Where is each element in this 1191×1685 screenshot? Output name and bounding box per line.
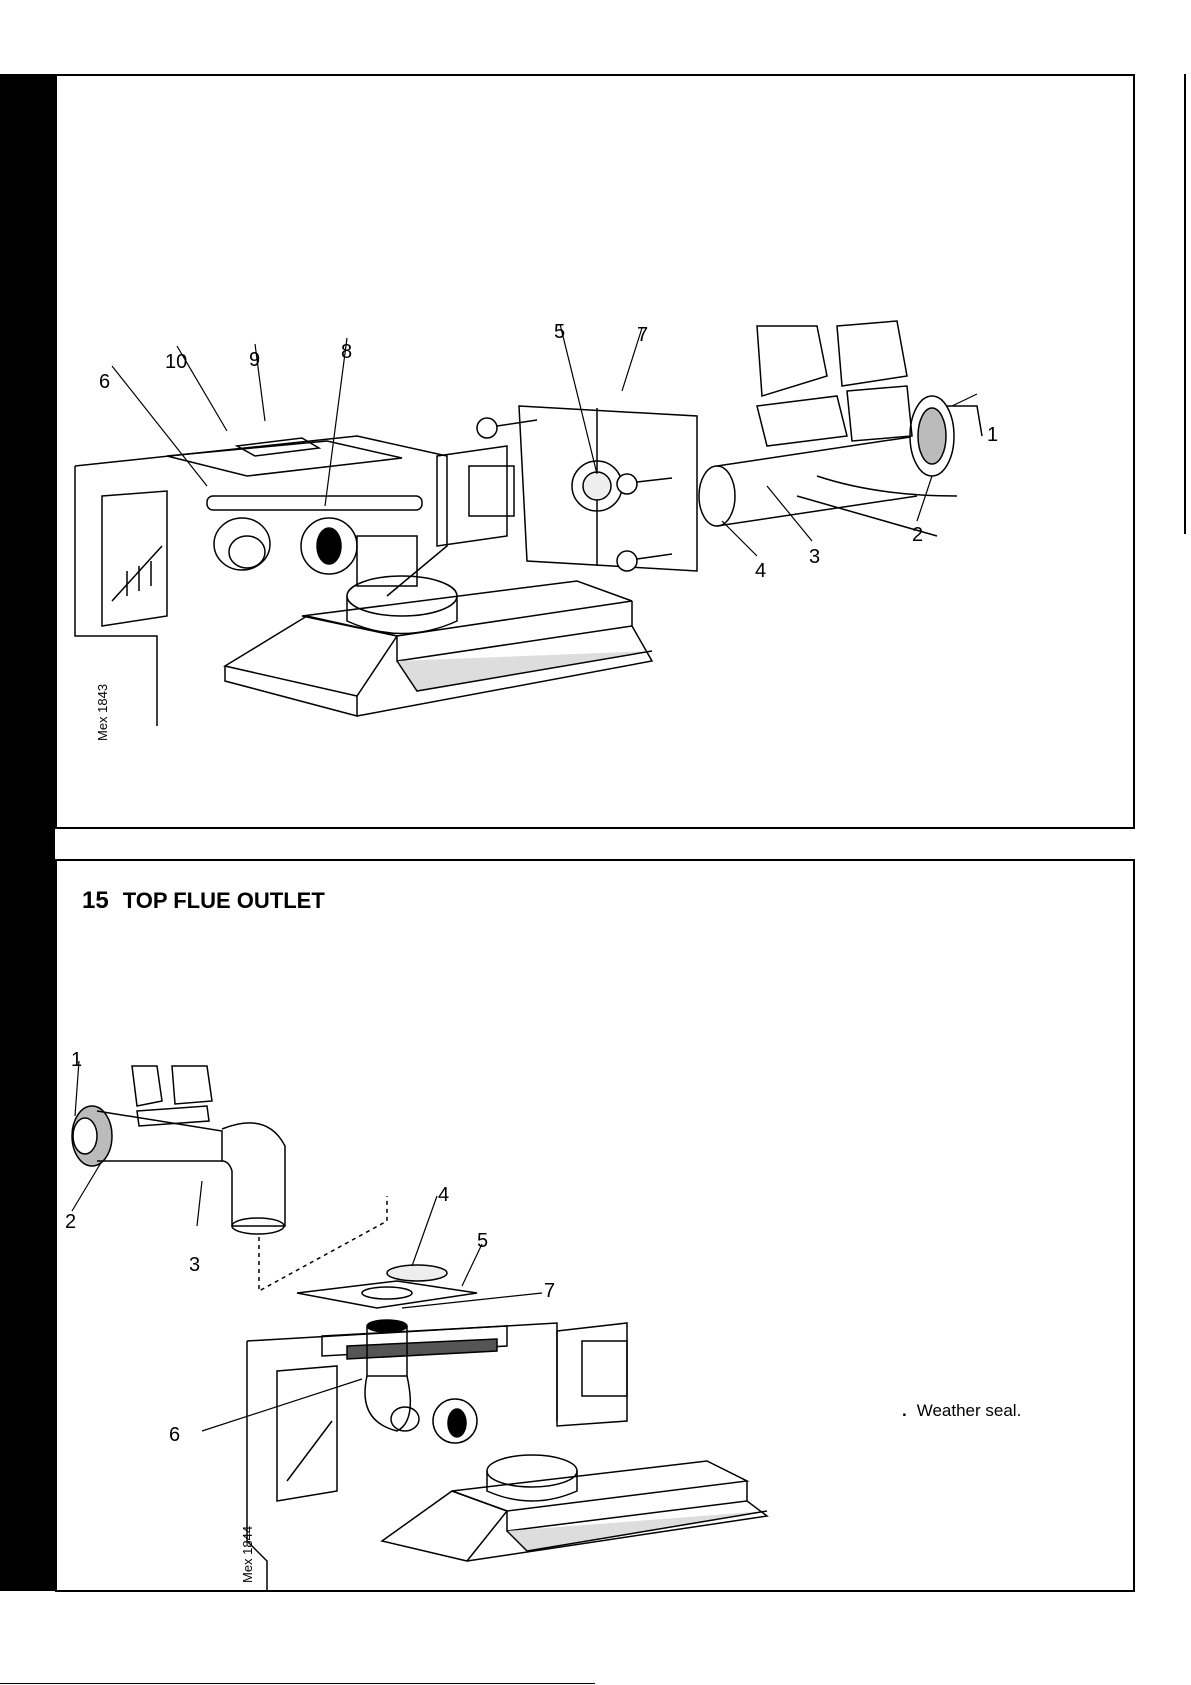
note-text: Weather seal. <box>917 1401 1022 1420</box>
callout-7: 7 <box>544 1280 555 1302</box>
callout-3: 3 <box>189 1254 200 1276</box>
left-black-margin-bar <box>0 74 55 1591</box>
callout-8: 8 <box>341 341 352 363</box>
callout-5: 5 <box>477 1230 488 1252</box>
right-edge-mark <box>1184 74 1186 534</box>
callout-6: 6 <box>99 371 110 393</box>
callout-10: 10 <box>165 351 187 373</box>
callout-4: 4 <box>438 1184 449 1206</box>
weather-seal-note: . Weather seal. <box>902 1401 1021 1421</box>
callout-2: 2 <box>65 1211 76 1233</box>
figure-code-top: Mex 1843 <box>95 684 110 741</box>
callout-2: 2 <box>912 524 923 546</box>
figure-code-bottom: Mex 1844 <box>240 1526 255 1583</box>
callout-4: 4 <box>755 560 766 582</box>
top-flue-exploded-illustration: 1 2 3 4 5 6 7 Mex 1844 <box>57 861 1135 1592</box>
callout-5: 5 <box>554 321 565 343</box>
rear-flue-exploded-illustration: 1 2 3 4 5 6 7 8 9 10 Mex 1843 <box>57 76 1135 829</box>
callout-1: 1 <box>71 1049 82 1071</box>
callout-7: 7 <box>637 324 648 346</box>
note-bullet: . <box>902 1401 907 1420</box>
callout-3: 3 <box>809 546 820 568</box>
footer-rule <box>0 1683 595 1684</box>
callout-9: 9 <box>249 349 260 371</box>
rear-flue-figure-panel: 1 2 3 4 5 6 7 8 9 10 Mex 1843 <box>55 74 1135 829</box>
callout-1: 1 <box>987 424 998 446</box>
callout-6: 6 <box>169 1424 180 1446</box>
